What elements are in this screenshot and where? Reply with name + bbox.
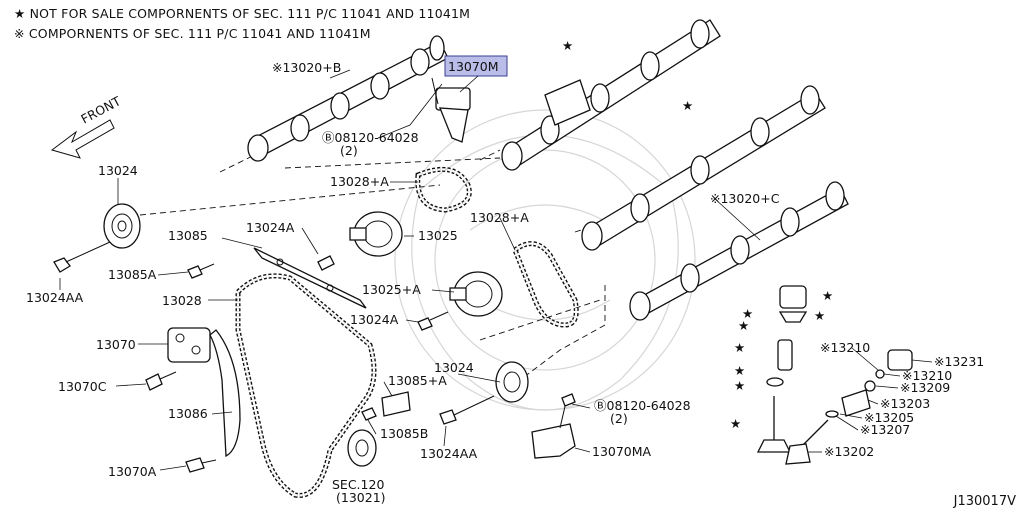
label-13210-b[interactable]: ※13210 [902, 368, 952, 383]
diagram-code: J130017V [953, 494, 1016, 509]
watermark-emblem [394, 109, 696, 411]
label-13024-top[interactable]: 13024 [98, 163, 138, 178]
valve-train-assembly[interactable] [756, 285, 913, 465]
label-13209[interactable]: ※13209 [900, 380, 950, 395]
chain-tensioner-13070ma[interactable] [531, 393, 576, 459]
label-08120-top-qty: (2) [340, 143, 358, 158]
chain-guide-13085[interactable] [253, 247, 367, 309]
label-front: FRONT [78, 93, 123, 126]
label-13202[interactable]: ※13202 [824, 444, 874, 459]
camshaft-13020c[interactable] [629, 181, 849, 321]
label-13070m[interactable]: 13070M [448, 59, 499, 74]
bolt-13070c[interactable] [145, 371, 177, 391]
label-08120-bottom-qty: (2) [610, 411, 628, 426]
sprocket-13025[interactable] [349, 211, 403, 257]
svg-text:★: ★ [730, 416, 741, 431]
timing-chain-13028a-right[interactable] [511, 241, 579, 328]
label-13085[interactable]: 13085 [168, 228, 208, 243]
label-13028a[interactable]: 13028+A [470, 210, 529, 225]
label-sec120-sub: (13021) [336, 490, 386, 505]
label-13024aa-mid[interactable]: 13024AA [420, 446, 478, 461]
leader-lines [59, 69, 933, 471]
legend-ref-note: ※ COMPORNENTS OF SEC. 111 P/C 11041 AND … [14, 26, 371, 41]
sprocket-13025a[interactable] [449, 271, 503, 317]
label-13024a-mid[interactable]: 13024A [350, 312, 399, 327]
camshaft-exhaust-right[interactable] [581, 85, 826, 251]
svg-text:★: ★ [814, 308, 825, 323]
chain-tensioner-13070[interactable] [167, 327, 211, 363]
bolt-13024aa-left[interactable] [53, 241, 111, 273]
svg-text:★: ★ [734, 378, 745, 393]
label-sec120[interactable]: SEC.120 [332, 477, 384, 492]
part-labels: ※13020+B 13070M Ⓑ08120-64028 (2) FRONT 1… [26, 59, 984, 505]
label-13086[interactable]: 13086 [168, 406, 208, 421]
label-13085b[interactable]: 13085B [380, 426, 428, 441]
chain-tensioner-13070m[interactable] [431, 77, 471, 143]
label-13207[interactable]: ※13207 [860, 422, 910, 437]
label-13205[interactable]: ※13205 [864, 410, 914, 425]
label-08120-bottom[interactable]: Ⓑ08120-64028 [594, 398, 691, 413]
bolt-13085b[interactable] [361, 407, 377, 421]
front-arrow [50, 119, 115, 159]
bolt-13024a-mid[interactable] [417, 311, 449, 331]
label-13025[interactable]: 13025 [418, 228, 458, 243]
label-13070ma[interactable]: 13070MA [592, 444, 652, 459]
label-13231[interactable]: ※13231 [934, 354, 984, 369]
crankshaft-sprocket[interactable] [347, 429, 377, 467]
label-08120-top[interactable]: Ⓑ08120-64028 [322, 130, 419, 145]
legend-star-note: ★ NOT FOR SALE COMPORNENTS OF SEC. 111 P… [14, 6, 471, 21]
label-13020b[interactable]: ※13020+B [272, 60, 341, 75]
bolt-13085a[interactable] [187, 263, 215, 279]
label-13085-plus-a[interactable]: 13085+A [388, 373, 447, 388]
svg-text:★: ★ [734, 363, 745, 378]
bolt-13070a[interactable] [185, 457, 217, 473]
label-13070c[interactable]: 13070C [58, 379, 107, 394]
label-13024aa-left[interactable]: 13024AA [26, 290, 84, 305]
label-13085a[interactable]: 13085A [108, 267, 157, 282]
label-13025a[interactable]: 13025+A [362, 282, 421, 297]
label-13028b[interactable]: 13028+A [330, 174, 389, 189]
label-13210-a[interactable]: ※13210 [820, 340, 870, 355]
sprocket-13024-mid[interactable] [495, 361, 529, 403]
svg-text:★: ★ [822, 288, 833, 303]
svg-text:★: ★ [738, 318, 749, 333]
label-13070a[interactable]: 13070A [108, 464, 157, 479]
camshaft-intake-right[interactable] [501, 19, 721, 171]
svg-text:★: ★ [734, 340, 745, 355]
label-13203[interactable]: ※13203 [880, 396, 930, 411]
svg-text:★: ★ [562, 38, 573, 53]
sprocket-13024-top[interactable] [103, 203, 141, 249]
bolt-13024a-top[interactable] [317, 255, 335, 271]
camshaft-13020b[interactable] [247, 35, 449, 162]
label-13028[interactable]: 13028 [162, 293, 202, 308]
label-13070[interactable]: 13070 [96, 337, 136, 352]
star-markers: ★ ★ ★ ★ ★ ★ ★ ★ ★ ★ [562, 38, 833, 431]
highlight-13070m [444, 55, 508, 77]
label-13020c[interactable]: ※13020+C [710, 191, 780, 206]
svg-text:★: ★ [742, 306, 753, 321]
svg-text:★: ★ [682, 98, 693, 113]
label-13024a[interactable]: 13024A [246, 220, 295, 235]
guide-13085b[interactable] [381, 391, 411, 417]
slack-guide-13086[interactable] [209, 329, 241, 458]
bolt-13024aa-mid[interactable] [439, 395, 495, 425]
label-13024-mid[interactable]: 13024 [434, 360, 474, 375]
